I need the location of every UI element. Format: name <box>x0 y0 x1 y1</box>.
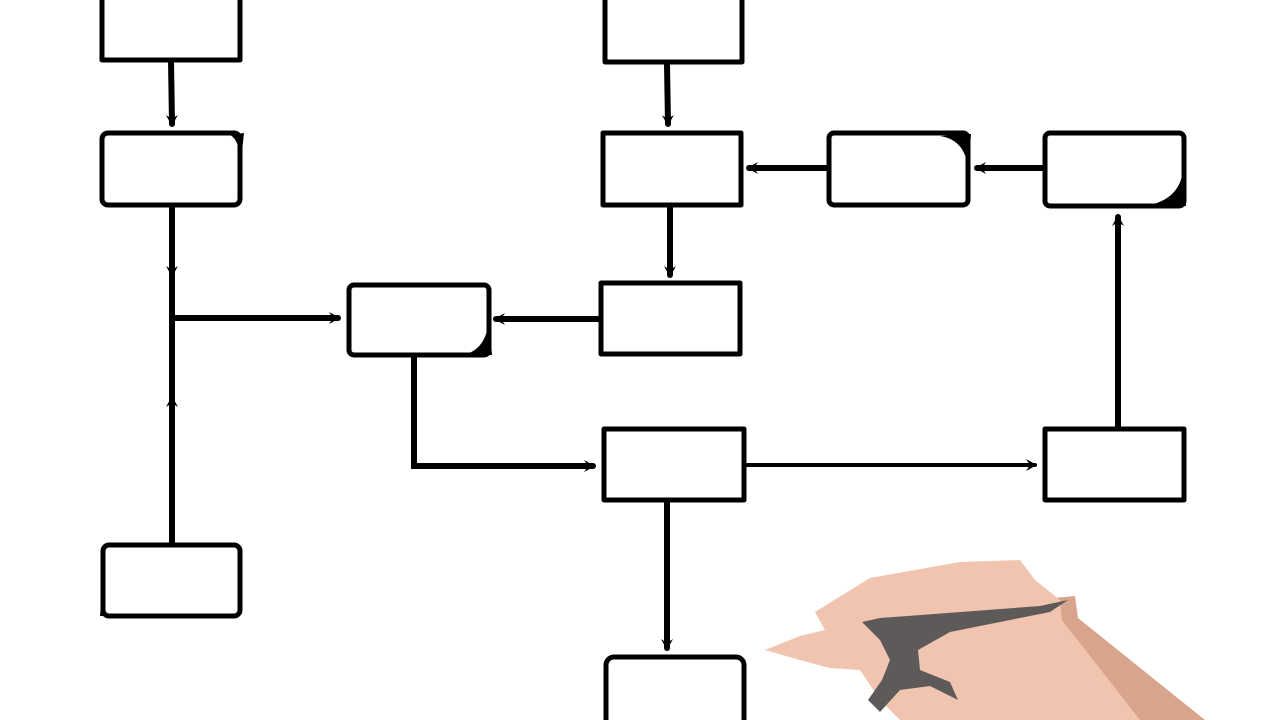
ink-accent <box>1150 170 1186 206</box>
box-top-left <box>99 0 243 63</box>
box-mid-3 <box>598 280 743 357</box>
box-mid-2 <box>600 130 744 208</box>
box-center-merge <box>346 282 492 358</box>
box-lower-right <box>1042 426 1187 503</box>
box-top-mid <box>602 0 745 65</box>
edge-center-to-lower-mid <box>411 353 596 472</box>
box-top-right-b <box>1042 130 1187 209</box>
ink-accent <box>230 133 244 170</box>
edge-top-left-to-left-2 <box>165 57 178 127</box>
ink-accent <box>463 320 492 355</box>
box-left-2 <box>99 130 243 208</box>
box-lower-mid <box>601 426 747 503</box>
box-bottom-mid <box>603 654 747 720</box>
edge-top-mid-to-mid-2 <box>661 61 674 127</box>
box-top-right-a <box>826 130 971 208</box>
ink-accent <box>100 560 106 616</box>
hand-holding-pen-icon <box>765 560 1205 720</box>
box-bottom-left <box>100 542 243 619</box>
ink-accent <box>940 134 971 170</box>
